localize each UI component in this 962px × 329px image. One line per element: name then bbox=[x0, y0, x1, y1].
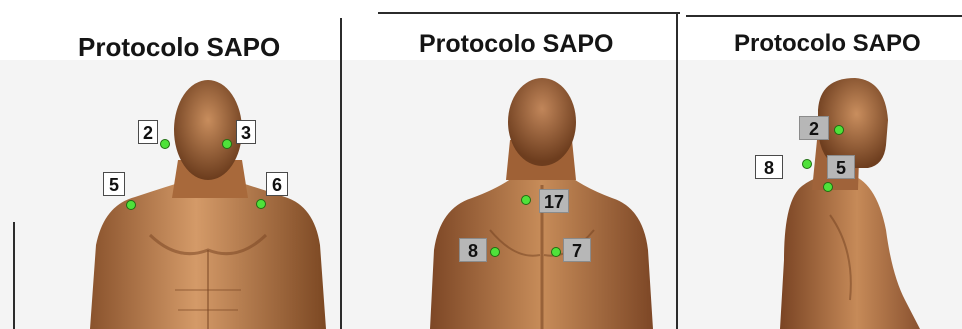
panel-title: Protocolo SAPO bbox=[734, 30, 921, 58]
marker-label-8: 8 bbox=[459, 238, 487, 262]
marker-label-7: 7 bbox=[563, 238, 591, 262]
marker-label-5: 5 bbox=[103, 172, 125, 196]
panel-title: Protocolo SAPO bbox=[419, 30, 613, 59]
landmark-marker-7 bbox=[551, 247, 561, 257]
back-view-panel: Protocolo SAPO 17 8 7 bbox=[340, 0, 680, 329]
top-rule bbox=[378, 12, 680, 14]
lateral-view-panel: Protocolo SAPO 2 8 5 bbox=[680, 0, 962, 329]
landmark-marker-8 bbox=[802, 159, 812, 169]
landmark-marker-17 bbox=[521, 195, 531, 205]
landmark-marker-8 bbox=[490, 247, 500, 257]
marker-label-6: 6 bbox=[266, 172, 288, 196]
panel-separator bbox=[340, 18, 342, 329]
panel-title: Protocolo SAPO bbox=[78, 32, 280, 63]
marker-label-2: 2 bbox=[138, 120, 158, 144]
vertical-rule bbox=[13, 222, 15, 329]
marker-label-2: 2 bbox=[799, 116, 829, 140]
marker-label-5: 5 bbox=[827, 155, 855, 179]
top-rule bbox=[686, 15, 962, 17]
panel-separator bbox=[676, 12, 678, 329]
marker-label-8: 8 bbox=[755, 155, 783, 179]
landmark-marker-2 bbox=[834, 125, 844, 135]
landmark-marker-2 bbox=[160, 139, 170, 149]
front-view-panel: Protocolo SAPO 2 3 5 6 bbox=[0, 0, 340, 329]
marker-label-3: 3 bbox=[236, 120, 256, 144]
landmark-marker-6 bbox=[256, 199, 266, 209]
landmark-marker-3 bbox=[222, 139, 232, 149]
landmark-marker-5 bbox=[126, 200, 136, 210]
landmark-marker-5 bbox=[823, 182, 833, 192]
marker-label-17: 17 bbox=[539, 189, 569, 213]
